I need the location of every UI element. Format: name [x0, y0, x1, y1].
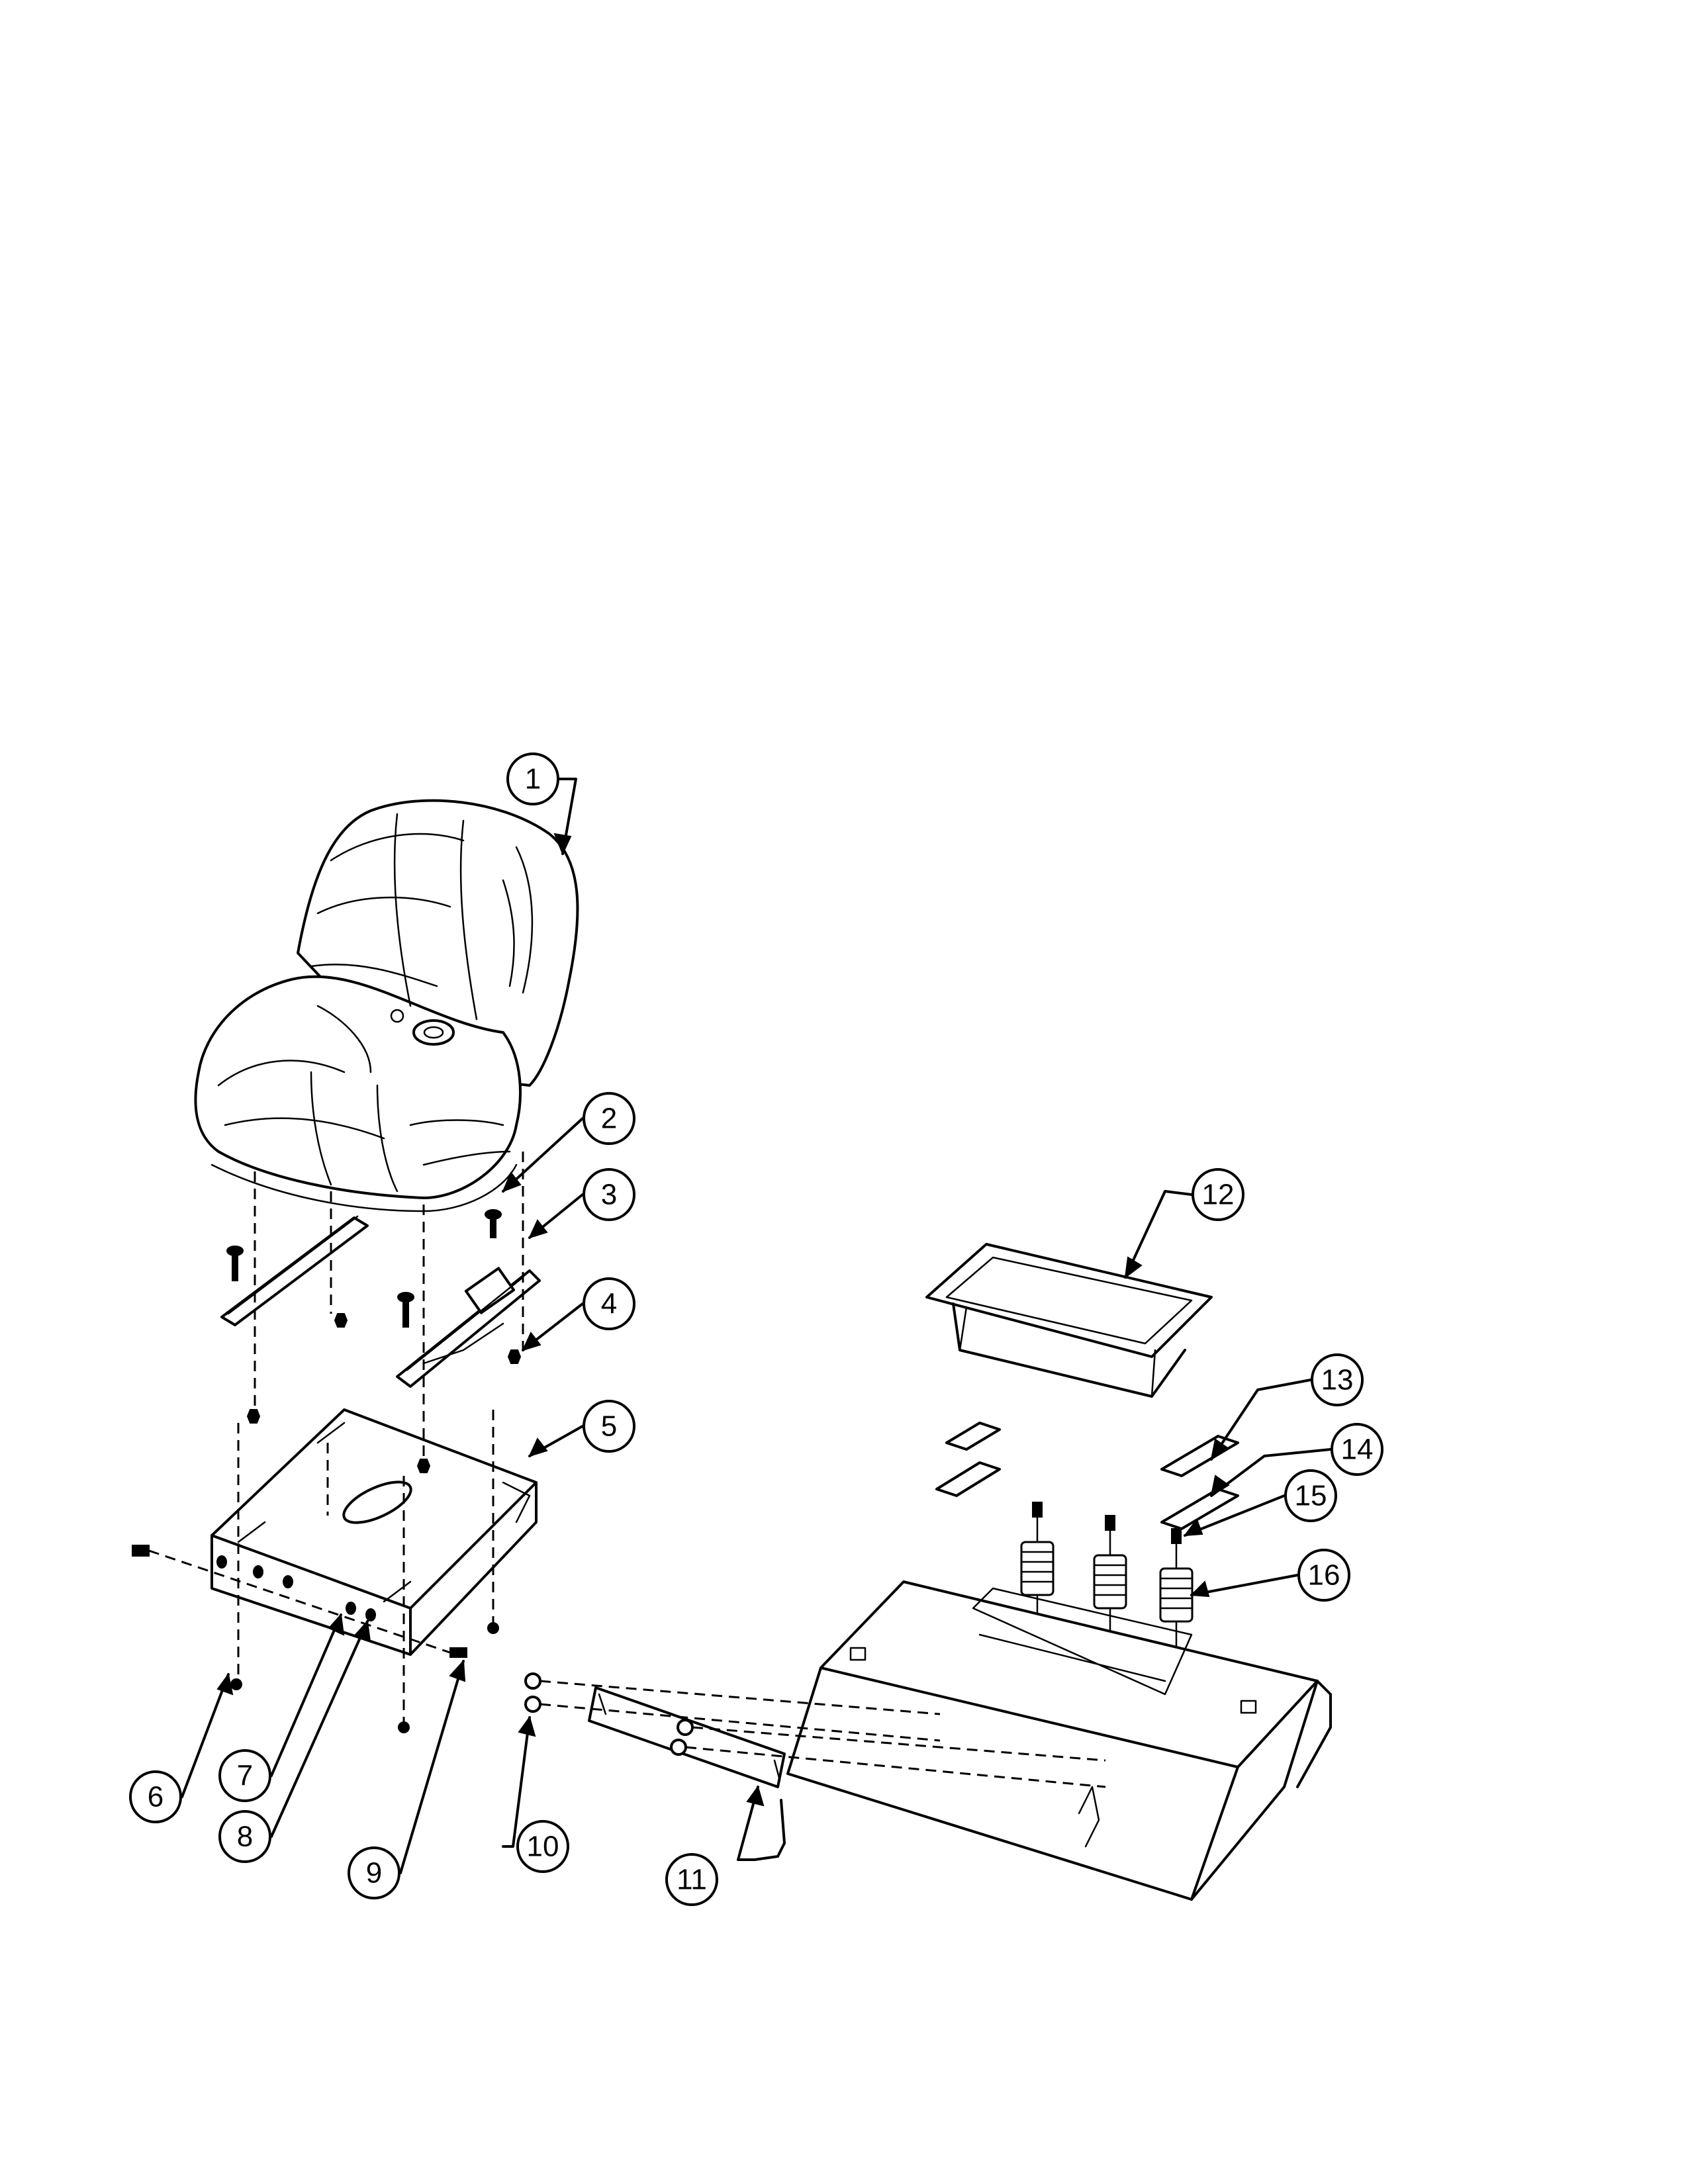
suspension-springs — [1020, 1502, 1194, 1669]
seat-mounting-pan — [211, 1408, 538, 1656]
callout-9: 9 — [348, 1846, 400, 1899]
callout-5: 5 — [583, 1400, 635, 1453]
callout-circle — [516, 1820, 569, 1873]
callout-4: 4 — [583, 1277, 635, 1330]
assembly-lines — [148, 1152, 1106, 1788]
seat-base-frame — [786, 1580, 1332, 1901]
callout-10: 10 — [516, 1820, 569, 1873]
callout-circle — [218, 1749, 271, 1802]
callout-circle — [583, 1277, 635, 1330]
callout-14: 14 — [1331, 1423, 1383, 1476]
callout-leaders — [181, 778, 1332, 1874]
callout-circle — [1284, 1469, 1337, 1522]
rubber-pads — [935, 1422, 1239, 1530]
callout-8: 8 — [218, 1810, 271, 1863]
seat-slide-rails — [220, 1215, 541, 1388]
callout-circle — [1331, 1423, 1383, 1476]
callout-number: 10 — [527, 1831, 559, 1863]
callout-12: 12 — [1192, 1168, 1244, 1221]
callout-circle — [665, 1853, 718, 1906]
callout-number: 12 — [1202, 1179, 1235, 1211]
callout-circle — [1297, 1549, 1350, 1602]
callout-number: 7 — [237, 1760, 253, 1792]
storage-tray — [925, 1243, 1213, 1398]
callout-circle — [583, 1400, 635, 1453]
callout-number: 13 — [1321, 1364, 1354, 1396]
callout-16: 16 — [1297, 1549, 1350, 1602]
callout-number: 6 — [148, 1781, 164, 1813]
callout-6: 6 — [129, 1770, 182, 1823]
callout-15: 15 — [1284, 1469, 1337, 1522]
callout-1: 1 — [506, 752, 559, 805]
callout-number: 14 — [1341, 1433, 1374, 1466]
callout-circle — [348, 1846, 400, 1899]
callout-number: 5 — [601, 1410, 617, 1443]
callout-number: 16 — [1308, 1559, 1340, 1592]
callout-number: 3 — [601, 1179, 617, 1211]
callout-number: 15 — [1295, 1480, 1327, 1512]
callout-number: 8 — [237, 1821, 253, 1853]
seat — [194, 799, 579, 1212]
callout-11: 11 — [665, 1853, 718, 1906]
callout-number: 4 — [601, 1288, 617, 1320]
callout-number: 11 — [677, 1864, 707, 1896]
callout-circle — [506, 752, 559, 805]
callout-number: 2 — [601, 1103, 617, 1135]
callout-circle — [129, 1770, 182, 1823]
callout-13: 13 — [1311, 1353, 1364, 1406]
callout-3: 3 — [583, 1168, 635, 1221]
callout-circle — [1192, 1168, 1244, 1221]
hinge-bracket — [588, 1686, 786, 1788]
callout-number: 9 — [366, 1857, 382, 1889]
callout-circle — [218, 1810, 271, 1863]
callout-circle — [1311, 1353, 1364, 1406]
callout-7: 7 — [218, 1749, 271, 1802]
callout-number: 1 — [525, 763, 541, 796]
callout-2: 2 — [583, 1092, 635, 1145]
callout-circle — [583, 1168, 635, 1221]
callout-circle — [583, 1092, 635, 1145]
